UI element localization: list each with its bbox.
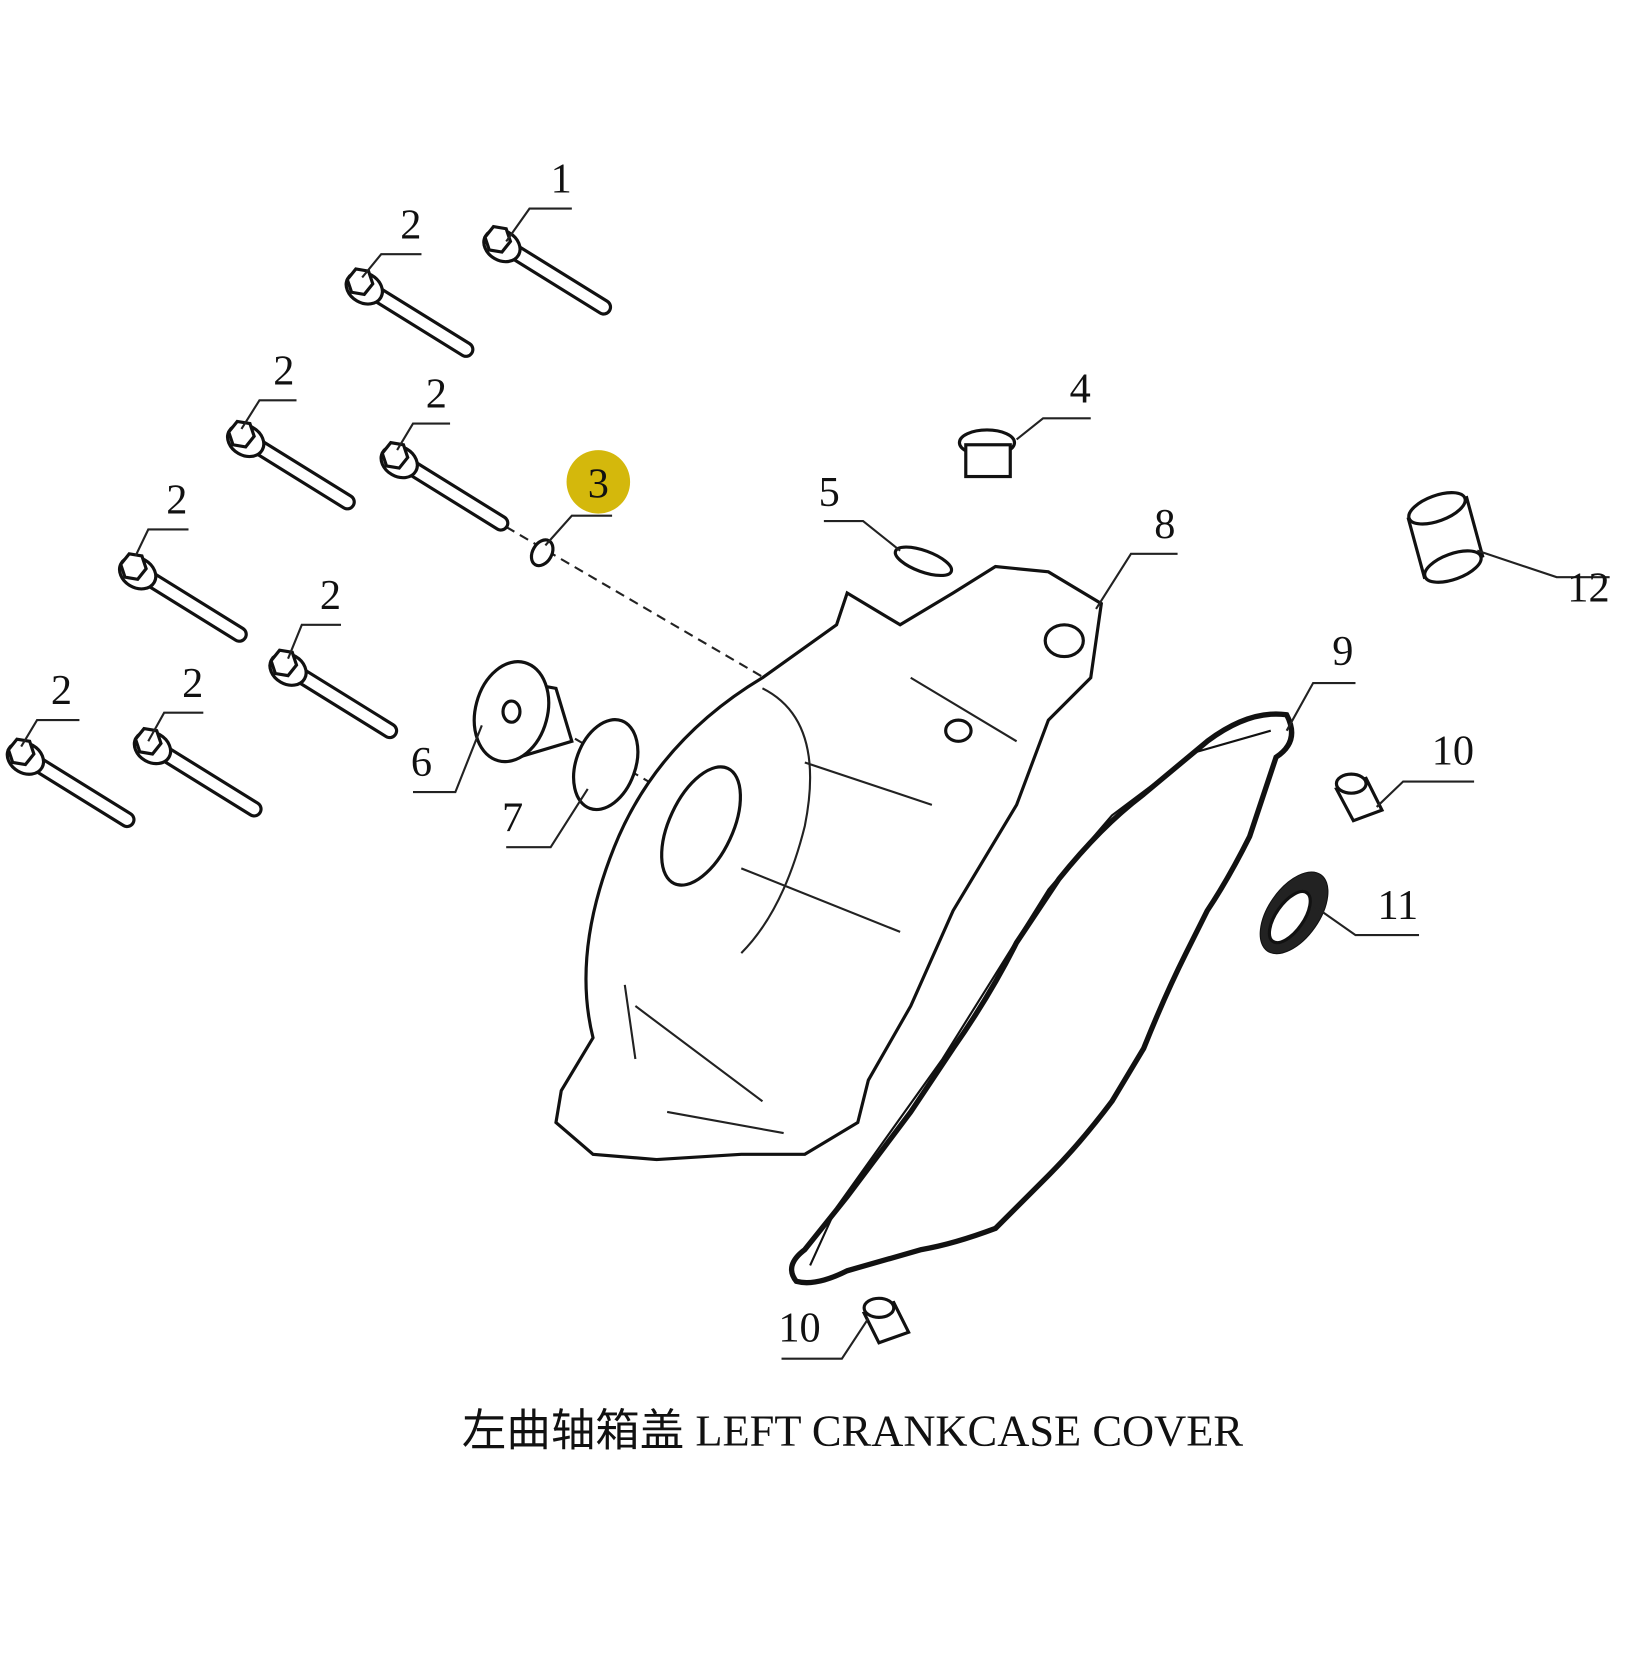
- leader-line: [240, 399, 297, 430]
- callout-label: 7: [502, 794, 523, 841]
- callout-label: 8: [1154, 501, 1175, 548]
- callout-label: 11: [1377, 882, 1418, 929]
- callout-11[interactable]: 11: [1312, 882, 1420, 937]
- flange-bolt: [344, 267, 475, 358]
- callout-1[interactable]: 1: [505, 156, 572, 243]
- leader-line: [361, 253, 422, 279]
- leader-line: [1476, 549, 1610, 579]
- callout-label: 5: [819, 469, 840, 516]
- leader-line: [781, 1317, 870, 1360]
- part-10-dowel: [1334, 772, 1385, 823]
- callout-2[interactable]: 2: [287, 572, 341, 660]
- callout-label: 4: [1070, 365, 1091, 412]
- flange-bolt: [132, 726, 263, 818]
- flange-bolt: [379, 440, 510, 532]
- crankcase-cover: [554, 564, 1104, 1162]
- part-3-washer: [529, 538, 555, 568]
- callout-label: 2: [400, 201, 421, 248]
- leader-line: [134, 528, 189, 557]
- callout-label: 2: [51, 667, 72, 714]
- callout-label: 2: [273, 347, 294, 394]
- callout-8[interactable]: 8: [1095, 501, 1178, 610]
- flange-bolt: [5, 737, 136, 829]
- callout-10[interactable]: 10: [778, 1305, 870, 1360]
- callout-10[interactable]: 10: [1375, 728, 1475, 808]
- flange-bolt: [225, 419, 356, 511]
- bolts: [5, 224, 613, 829]
- leader-line: [823, 519, 901, 552]
- leader-line: [287, 623, 341, 660]
- diagram-caption: 左曲轴箱盖 LEFT CRANKCASE COVER: [462, 1405, 1243, 1455]
- part-4-plug: [957, 428, 1017, 479]
- callout-3[interactable]: 3: [544, 461, 613, 547]
- leader-line: [1285, 681, 1356, 732]
- leader-line: [505, 207, 572, 243]
- callout-5[interactable]: 5: [819, 469, 901, 552]
- callout-label: 9: [1332, 628, 1353, 675]
- leader-line: [544, 514, 613, 547]
- leader-line: [147, 711, 204, 742]
- leader-line: [1375, 780, 1475, 808]
- callout-label: 12: [1567, 564, 1609, 611]
- callout-label: 2: [320, 572, 341, 619]
- callout-label: 2: [182, 660, 203, 707]
- callout-2[interactable]: 2: [240, 347, 297, 430]
- leader-line: [506, 788, 589, 849]
- callout-label: 2: [166, 477, 187, 524]
- callout-2[interactable]: 2: [396, 371, 451, 451]
- leader-line: [1312, 904, 1420, 937]
- callout-label: 10: [778, 1305, 820, 1352]
- callout-4[interactable]: 4: [1015, 365, 1091, 441]
- callout-2[interactable]: 2: [361, 201, 422, 279]
- part-12-sleeve: [1406, 491, 1485, 584]
- flange-bolt: [117, 552, 248, 643]
- leader-line: [1015, 417, 1091, 441]
- callout-label: 10: [1432, 728, 1474, 775]
- part-6-cap: [472, 660, 574, 764]
- callout-label: 1: [551, 156, 572, 203]
- leader-line: [20, 719, 80, 748]
- callout-6[interactable]: 6: [411, 725, 483, 794]
- callout-12[interactable]: 12: [1476, 549, 1610, 612]
- callout-label: 6: [411, 739, 432, 786]
- callout-9[interactable]: 9: [1285, 628, 1356, 732]
- leader-line: [396, 422, 451, 451]
- callout-2[interactable]: 2: [147, 660, 204, 742]
- callout-2[interactable]: 2: [134, 477, 189, 557]
- part-10-dowel: [861, 1296, 911, 1345]
- part-11-oil-seal: [1259, 871, 1329, 955]
- part-5-o-ring: [893, 545, 954, 578]
- part-7-o-ring: [572, 718, 640, 812]
- highlight-marker[interactable]: [566, 450, 631, 514]
- callout-label: 2: [426, 371, 447, 418]
- flange-bolt: [268, 648, 399, 740]
- leader-line: [1095, 552, 1178, 610]
- callout-2[interactable]: 2: [20, 667, 80, 748]
- callout-7[interactable]: 7: [502, 788, 589, 849]
- callout-label: 3: [588, 461, 609, 508]
- flange-bolt: [482, 224, 613, 316]
- leader-line: [413, 725, 483, 794]
